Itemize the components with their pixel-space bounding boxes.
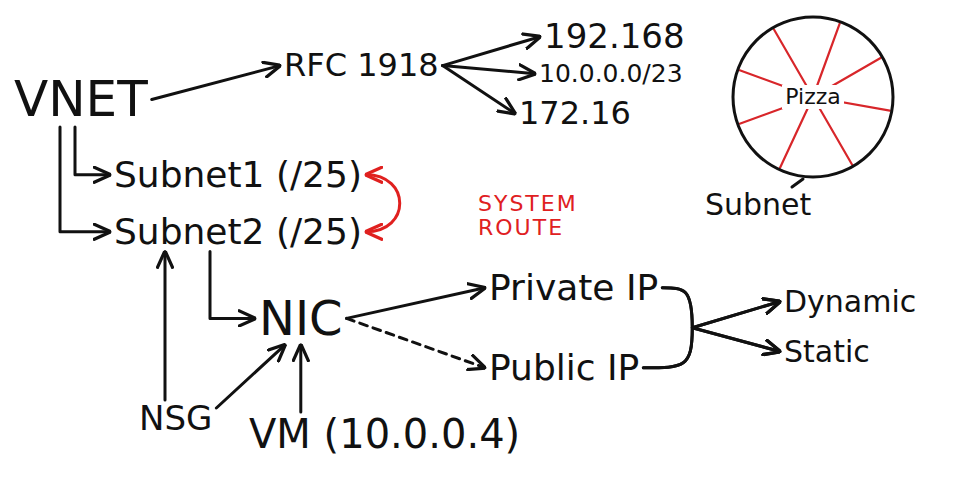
node-text: Private IP: [485, 268, 662, 308]
node-text: Public IP: [485, 348, 643, 388]
ip-term: Public IP: [485, 348, 643, 388]
connector-arrow: [60, 127, 110, 232]
address-range: 172.16: [515, 96, 635, 131]
pizza-crust: [733, 17, 893, 177]
connector-arrow: [643, 302, 780, 368]
nsg-term: NSG: [135, 400, 216, 437]
connector-arrow: [443, 66, 515, 114]
ip-term: Private IP: [485, 268, 662, 308]
allocation-term: Dynamic: [780, 285, 920, 318]
connector-arrow: [366, 175, 400, 232]
leader-line: [792, 179, 803, 187]
node-text: Static: [780, 335, 874, 368]
connector-arrow: [299, 345, 302, 412]
node-text: 192.168: [540, 18, 689, 55]
address-range: 192.168: [540, 18, 689, 55]
connector-arrow: [75, 127, 110, 175]
node-text: Subnet2 (/25): [110, 212, 366, 252]
connector-arrow: [443, 37, 540, 66]
node-text: VM (10.0.0.4): [245, 412, 524, 456]
standard-term: RFC 1918: [280, 48, 443, 83]
connector-arrow: [164, 252, 167, 400]
node-text: Subnet1 (/25): [110, 155, 366, 195]
connector-arrow: [347, 288, 485, 319]
subnet-term: Subnet2 (/25): [110, 212, 366, 252]
allocation-term: Static: [780, 335, 874, 368]
connector-arrow: [210, 252, 255, 319]
node-text: 10.0.0.0/23: [535, 60, 687, 88]
pizza-circle: Pizza: [728, 12, 898, 182]
connector-arrow: [443, 66, 535, 74]
address-range: 10.0.0.0/23: [535, 60, 687, 88]
node-text: Pizza: [782, 85, 843, 109]
nic-term: NIC: [255, 292, 347, 345]
connector-arrow: [643, 328, 780, 368]
node-text: VNET: [10, 72, 152, 127]
connector-arrow: [347, 318, 485, 367]
node-text: RFC 1918: [280, 48, 443, 83]
node-text: Dynamic: [780, 285, 920, 318]
node-text: 172.16: [515, 96, 635, 131]
network-term: VNET: [10, 72, 152, 127]
subnet-term: Subnet1 (/25): [110, 155, 366, 195]
subnet-label: Subnet: [705, 188, 811, 221]
connector-arrow: [152, 66, 280, 100]
node-text: NSG: [135, 400, 216, 437]
vm-term: VM (10.0.0.4): [245, 412, 524, 456]
route-note: SYSTEM ROUTE: [478, 192, 618, 240]
connector-arrow: [216, 345, 285, 408]
node-text: NIC: [255, 292, 347, 345]
